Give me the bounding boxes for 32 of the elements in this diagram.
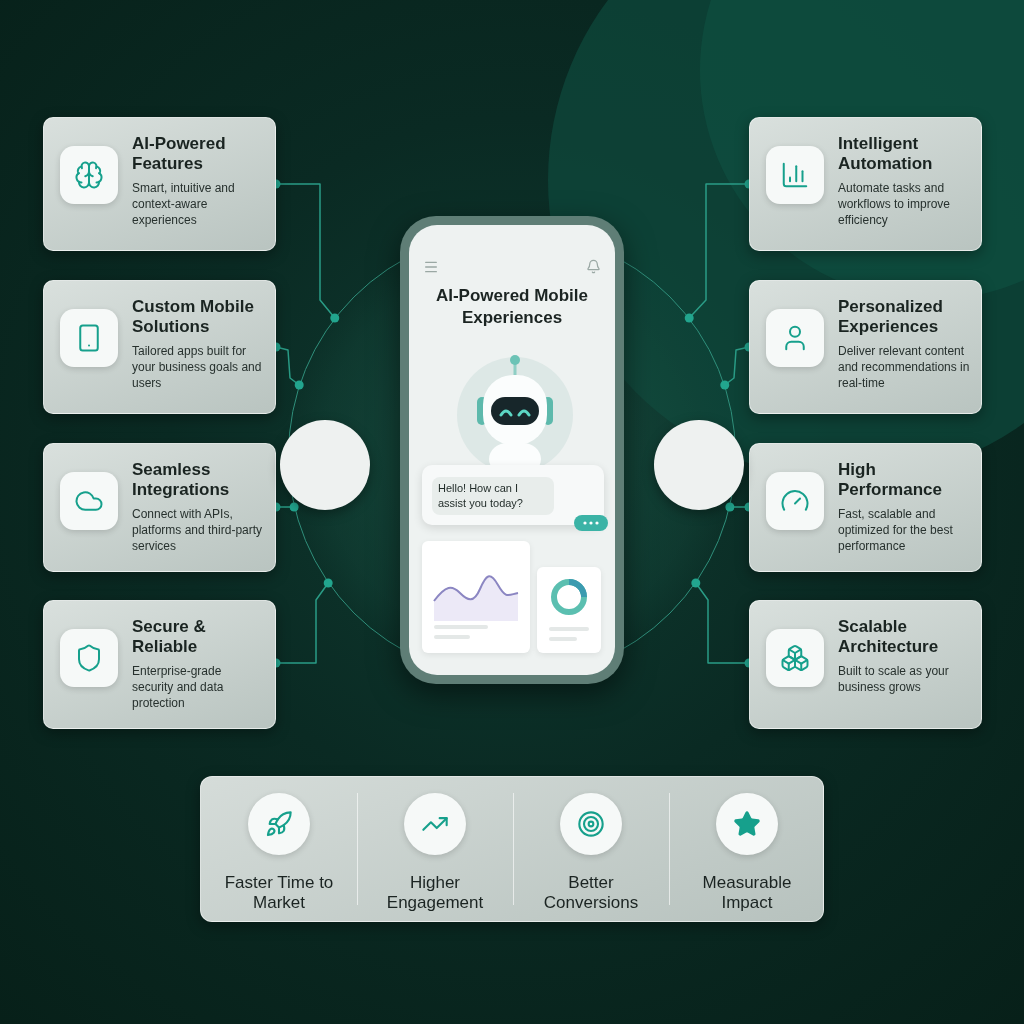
card-title: High Performance [838, 460, 943, 500]
card-description: Built to scale as your business grows [838, 663, 950, 695]
feature-card [43, 600, 276, 729]
card-description: Tailored apps built for your business goals and users [132, 343, 263, 391]
platform-badge [654, 420, 744, 510]
benefit-label: Better Conversions [542, 873, 640, 913]
card-title: Custom Mobile Solutions [132, 297, 255, 337]
screen-title: AI-Powered Mobile Experiences [434, 285, 590, 329]
card-title: AI-Powered Features [132, 134, 227, 174]
benefit-label: Higher Engagement [385, 873, 485, 913]
card-description: Automate tasks and workflows to improve efficiency [838, 180, 952, 228]
card-description: Deliver relevant content and recommendations in real-time [838, 343, 971, 391]
feature-card [749, 600, 982, 729]
card-title: Seamless Integrations [132, 460, 231, 500]
card-description: Smart, intuitive and context-aware experiences [132, 180, 236, 228]
feature-card [43, 443, 276, 572]
card-title: Secure & Reliable [132, 617, 207, 657]
feature-card [749, 280, 982, 414]
benefits-panel [200, 776, 824, 922]
feature-card [43, 117, 276, 251]
benefit-label: Measurable Impact [701, 873, 793, 913]
card-title: Scalable Architecture [838, 617, 940, 657]
feature-card [749, 443, 982, 572]
card-title: Intelligent Automation [838, 134, 934, 174]
card-description: Enterprise-grade security and data protection [132, 663, 225, 711]
feature-card [43, 280, 276, 414]
benefit-label: Faster Time to Market [223, 873, 335, 913]
feature-card [749, 117, 982, 251]
card-description: Fast, scalable and optimized for the best performance [838, 506, 954, 554]
chat-message: Hello! How can I assist you today? [432, 477, 554, 515]
card-description: Connect with APIs, platforms and third-party services [132, 506, 264, 554]
card-title: Personalized Experiences [838, 297, 944, 337]
